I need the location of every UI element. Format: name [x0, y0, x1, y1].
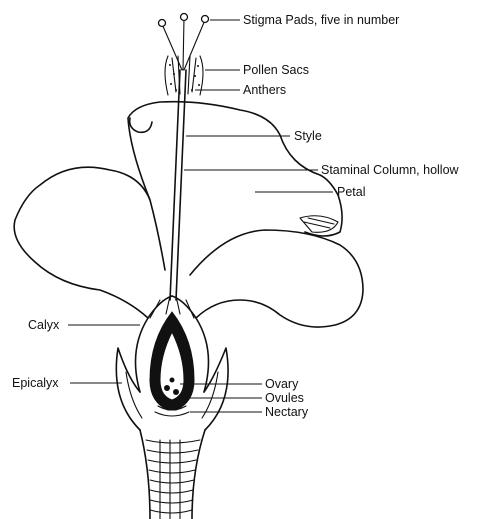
label-ovary: Ovary [265, 377, 299, 391]
label-pollen-sacs: Pollen Sacs [243, 63, 309, 77]
staminal-column [170, 70, 186, 300]
pollen-sacs [165, 56, 203, 95]
ovule [170, 378, 175, 383]
petal-upper [128, 102, 342, 236]
stigma-pad [202, 16, 209, 23]
ovary-chamber [150, 312, 194, 416]
label-nectary: Nectary [265, 405, 309, 419]
label-style: Style [294, 129, 322, 143]
ovule [164, 385, 170, 391]
ovule [173, 389, 179, 395]
label-calyx: Calyx [28, 318, 60, 332]
label-petal: Petal [337, 185, 366, 199]
stigma-pad [159, 20, 166, 27]
label-ovules: Ovules [265, 391, 304, 405]
petal-right-lower [190, 230, 363, 327]
stigma-pad [181, 14, 188, 21]
label-staminal-column: Staminal Column, hollow [321, 163, 460, 177]
pedicel [140, 430, 205, 519]
petal-left [14, 167, 165, 318]
leader-lines [68, 20, 333, 412]
label-stigma-pads: Stigma Pads, five in number [243, 13, 399, 27]
label-epicalyx: Epicalyx [12, 376, 59, 390]
label-anthers: Anthers [243, 83, 286, 97]
